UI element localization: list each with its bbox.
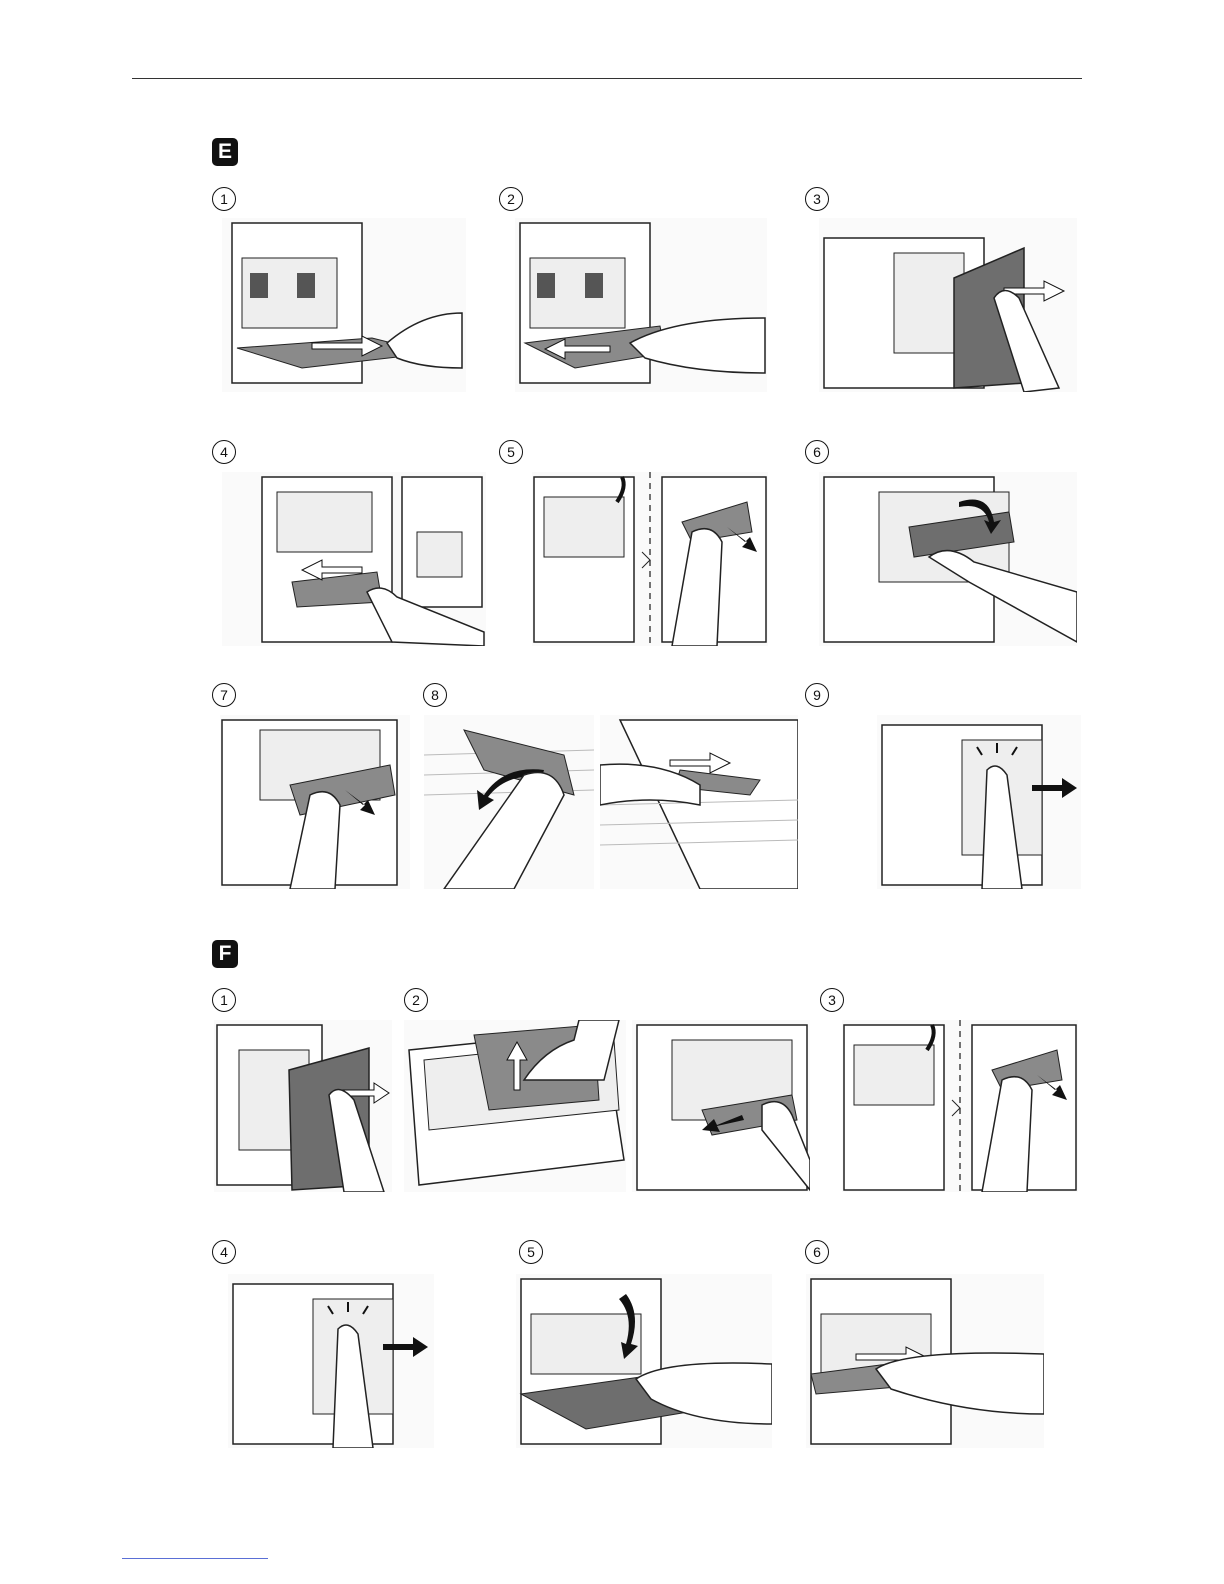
step-f6-illustration [806, 1274, 1044, 1448]
step-f3-label: 3 [820, 988, 844, 1012]
step-e8a-illustration [424, 715, 594, 889]
header-rule [132, 78, 1082, 79]
step-e6-label: 6 [805, 440, 829, 464]
step-e5-label: 5 [499, 440, 523, 464]
step-e4-illustration [222, 472, 486, 646]
step-f1-illustration [214, 1020, 392, 1192]
section-e-badge: E [212, 138, 238, 166]
section-f-badge: F [212, 940, 238, 968]
step-e6-illustration [819, 472, 1077, 646]
step-e9-illustration [877, 715, 1081, 889]
footer-rule [122, 1558, 268, 1559]
step-e8-label: 8 [423, 683, 447, 707]
step-e1-label: 1 [212, 187, 236, 211]
step-e7-label: 7 [212, 683, 236, 707]
step-e3-illustration [819, 218, 1077, 392]
step-e2-illustration [515, 218, 767, 392]
step-f4-illustration [228, 1274, 434, 1448]
step-f3-illustration [842, 1020, 1078, 1192]
step-f2a-illustration [404, 1020, 626, 1192]
step-f5-illustration [516, 1274, 772, 1448]
step-f5-label: 5 [519, 1240, 543, 1264]
step-e7-illustration [220, 715, 410, 889]
step-f1-label: 1 [212, 988, 236, 1012]
step-e5-illustration [532, 472, 768, 646]
step-e3-label: 3 [805, 187, 829, 211]
step-e9-label: 9 [805, 683, 829, 707]
step-f2-label: 2 [404, 988, 428, 1012]
step-f4-label: 4 [212, 1240, 236, 1264]
step-e8b-illustration [600, 715, 798, 889]
step-e2-label: 2 [499, 187, 523, 211]
step-e1-illustration [222, 218, 466, 392]
step-e4-label: 4 [212, 440, 236, 464]
step-f2b-illustration [632, 1020, 810, 1192]
step-f6-label: 6 [805, 1240, 829, 1264]
